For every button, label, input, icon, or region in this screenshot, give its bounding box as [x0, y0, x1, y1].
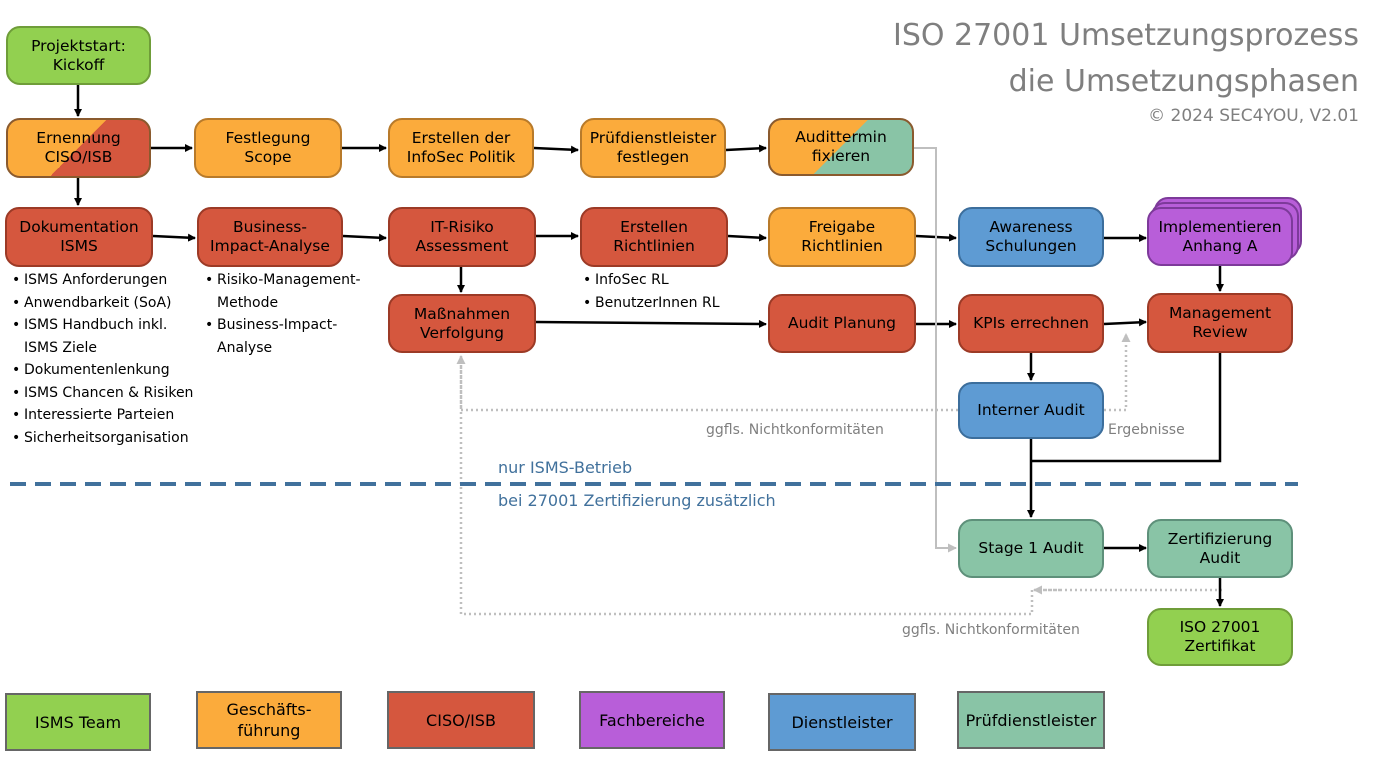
node-anhang: Implementieren Anhang A: [1147, 207, 1293, 266]
node-zertifikat: ISO 27001 Zertifikat: [1147, 608, 1293, 666]
bullet-item: Risiko-Management- Methode: [205, 269, 385, 314]
node-massnahmen: Maßnahmen Verfolgung: [388, 294, 536, 353]
arrow-interner-management: [1104, 333, 1131, 412]
note-nichtkonformitaeten-2: ggfls. Nichtkonformitäten: [902, 622, 1080, 638]
bullet-item: Anwendbarkeit (SoA): [12, 292, 202, 315]
legend-geschaeftsfuehrung: Geschäfts- führung: [196, 691, 342, 749]
node-audittermin: Audittermin fixieren: [768, 118, 914, 176]
node-richtlinien: Erstellen Richtlinien: [580, 207, 728, 267]
bullet-item: ISMS Anforderungen: [12, 269, 202, 292]
bullets-bia: Risiko-Management- Methode Business-Impa…: [205, 269, 385, 359]
legend-dienstleister: Dienstleister: [768, 693, 916, 751]
node-freigabe: Freigabe Richtlinien: [768, 207, 916, 267]
arrow-interner-massnahmen: [456, 355, 958, 412]
title-line2: die Umsetzungsphasen: [1008, 64, 1359, 99]
arrow-kpis-management: [1103, 318, 1147, 327]
bullet-item: Sicherheitsorganisation: [12, 427, 202, 450]
bullet-item: Business-Impact- Analyse: [205, 314, 385, 359]
node-kpis: KPIs errechnen: [958, 294, 1104, 353]
node-politik: Erstellen der InfoSec Politik: [388, 118, 534, 178]
node-dokumentation: Dokumentation ISMS: [5, 207, 153, 267]
node-stage1: Stage 1 Audit: [958, 519, 1104, 578]
node-kickoff: Projektstart: Kickoff: [6, 26, 151, 85]
arrow-dokumentation-bia: [152, 233, 196, 242]
node-ernennung: Ernennung CISO/ISB: [6, 118, 151, 178]
note-ergebnisse: Ergebnisse: [1108, 422, 1185, 438]
arrow-management-stage1: [1031, 353, 1222, 463]
legend-fachbereiche: Fachbereiche: [579, 691, 725, 749]
section-label-zertifizierung: bei 27001 Zertifizierung zusätzlich: [498, 491, 776, 510]
title-line1: ISO 27001 Umsetzungsprozess: [892, 18, 1359, 53]
legend-pruefdienstleister: Prüfdienstleister: [957, 691, 1105, 749]
arrow-massnahmen-auditplanung: [535, 319, 767, 328]
copyright: © 2024 SEC4YOU, V2.01: [1148, 106, 1359, 126]
bullet-item: Interessierte Parteien: [12, 404, 202, 427]
node-interner: Interner Audit: [958, 382, 1104, 439]
bullet-item: BenutzerInnen RL: [583, 292, 753, 315]
arrow-richtlinien-freigabe: [727, 233, 767, 242]
node-zert-audit: Zertifizierung Audit: [1147, 519, 1293, 578]
node-bia: Business- Impact-Analyse: [197, 207, 343, 267]
arrow-zertaudit-stage1-loop: [459, 354, 1222, 616]
bullet-item: ISMS Handbuch inkl. ISMS Ziele: [12, 314, 202, 359]
node-festlegung: Festlegung Scope: [194, 118, 342, 178]
bullets-richtlinien: InfoSec RL BenutzerInnen RL: [583, 269, 753, 314]
legend-ciso-isb: CISO/ISB: [387, 691, 535, 749]
node-pruefdienst: Prüfdienstleister festlegen: [580, 118, 726, 178]
arrow-pruefdienst-audittermin: [725, 144, 767, 153]
note-nichtkonformitaeten-1: ggfls. Nichtkonformitäten: [706, 422, 884, 438]
bullets-dokumentation: ISMS Anforderungen Anwendbarkeit (SoA) I…: [12, 269, 202, 449]
section-label-betrieb: nur ISMS-Betrieb: [498, 458, 633, 477]
bullet-item: Dokumentenlenkung: [12, 359, 202, 382]
node-itrisiko: IT-Risiko Assessment: [388, 207, 536, 267]
arrow-bia-itrisiko: [342, 233, 387, 242]
node-awareness: Awareness Schulungen: [958, 207, 1104, 267]
bullet-item: ISMS Chancen & Risiken: [12, 382, 202, 405]
arrow-audittermin-stage1: [914, 147, 957, 553]
arrow-politik-pruefdienst: [533, 145, 579, 154]
bullet-item: InfoSec RL: [583, 269, 753, 292]
legend-isms-team: ISMS Team: [5, 693, 151, 751]
node-management: Management Review: [1147, 293, 1293, 353]
node-auditplanung: Audit Planung: [768, 294, 916, 353]
